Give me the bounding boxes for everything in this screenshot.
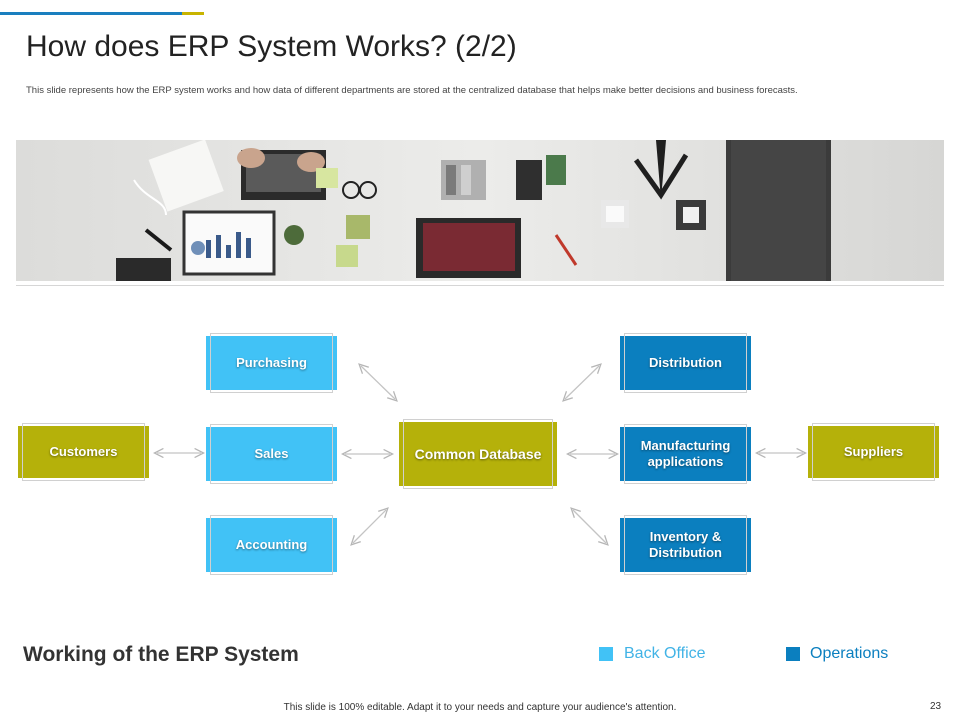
legend-label-back-office: Back Office [624, 645, 706, 662]
node-sales-label: Sales [254, 446, 289, 461]
legend-swatch-back-office [599, 647, 613, 661]
arrow-accounting-database [353, 510, 386, 543]
node-common-database: Common Database [399, 419, 557, 489]
office-desk-photo [16, 140, 944, 281]
node-manufacturing-applications: Manufacturing applications [620, 424, 751, 484]
node-distribution-label: Distribution [649, 355, 722, 370]
slide-subtitle: This slide represents how the ERP system… [26, 85, 798, 96]
node-purchasing: Purchasing [206, 333, 337, 393]
top-accent-bar-blue [0, 12, 182, 15]
arrow-database-inventory [573, 510, 606, 543]
node-customers: Customers [18, 423, 149, 481]
page-number: 23 [930, 701, 942, 712]
bottom-note: This slide is 100% editable. Adapt it to… [283, 702, 677, 713]
node-accounting: Accounting [206, 515, 337, 575]
diagram-footer-title: Working of the ERP System [23, 643, 299, 666]
arrow-database-distribution [565, 366, 599, 399]
slide-title: How does ERP System Works? (2/2) [26, 30, 517, 63]
node-sales: Sales [206, 424, 337, 484]
node-purchasing-label: Purchasing [236, 355, 307, 370]
node-customers-label: Customers [49, 444, 118, 459]
legend-label-operations: Operations [810, 645, 889, 662]
node-accounting-label: Accounting [235, 537, 308, 552]
top-accent-bar-gold [182, 12, 204, 15]
node-manufacturing-label: Manufacturing applications [640, 438, 731, 469]
node-suppliers-label: Suppliers [843, 444, 904, 459]
node-inventory-distribution: Inventory & Distribution [620, 515, 751, 575]
arrow-purchasing-database [361, 366, 395, 399]
legend-swatch-operations [786, 647, 800, 661]
photo-divider-line [16, 285, 944, 286]
node-inventory-label: Inventory & Distribution [649, 529, 722, 560]
node-common-database-label: Common Database [414, 446, 542, 462]
node-suppliers: Suppliers [808, 423, 939, 481]
node-distribution: Distribution [620, 333, 751, 393]
